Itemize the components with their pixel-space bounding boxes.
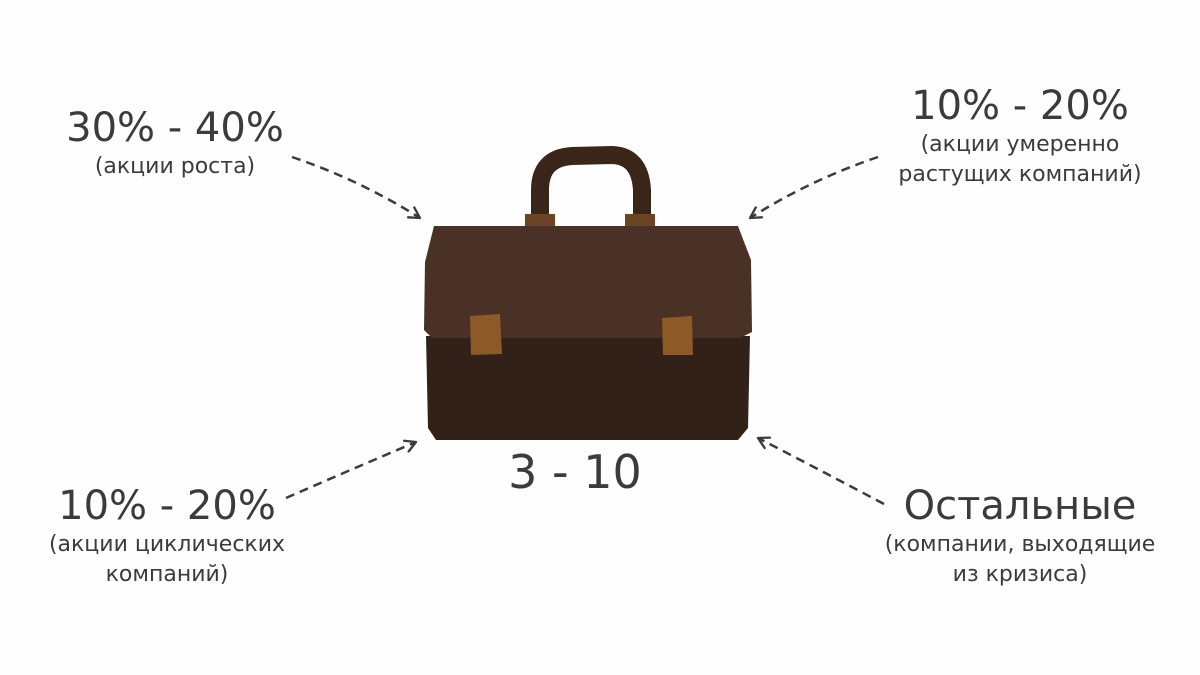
dashed-arrow-icon: [756, 436, 885, 506]
dashed-arrow-icon: [748, 155, 879, 220]
label-cyclical-stocks: 10% - 20% (акции циклических компаний): [22, 482, 312, 589]
category-description-line2: растущих компаний): [898, 161, 1142, 187]
category-description-line1: (акции умеренно: [920, 132, 1120, 157]
percent-value: Остальные: [903, 483, 1137, 529]
label-growth-stocks: 30% - 40% (акции роста): [50, 104, 300, 182]
dashed-arrow-icon: [285, 439, 418, 500]
briefcase-handle: [531, 145, 651, 222]
stock-count: 3 - 10: [508, 445, 642, 499]
handle-mount-right: [625, 214, 655, 228]
category-description: (акции роста): [94, 154, 256, 179]
label-recovering-companies: Остальные (компании, выходящие из кризис…: [850, 482, 1190, 589]
briefcase-icon: [424, 145, 752, 440]
clasp-right: [662, 316, 693, 355]
percent-value: 10% - 20%: [58, 483, 276, 529]
category-description-line1: (акции циклических: [48, 532, 286, 557]
category-description-line1: (компании, выходящие: [884, 532, 1156, 557]
handle-mount-left: [525, 214, 555, 228]
percent-value: 10% - 20%: [911, 83, 1129, 129]
briefcase-flap: [424, 226, 752, 338]
category-description-line2: компаний): [105, 561, 229, 587]
clasp-left: [470, 314, 502, 355]
label-moderate-growth-stocks: 10% - 20% (акции умеренно растущих компа…: [868, 82, 1172, 189]
dashed-arrow-icon: [291, 155, 422, 220]
briefcase-body: [426, 336, 750, 440]
percent-value: 30% - 40%: [66, 105, 284, 151]
category-description-line2: из кризиса): [952, 561, 1088, 587]
